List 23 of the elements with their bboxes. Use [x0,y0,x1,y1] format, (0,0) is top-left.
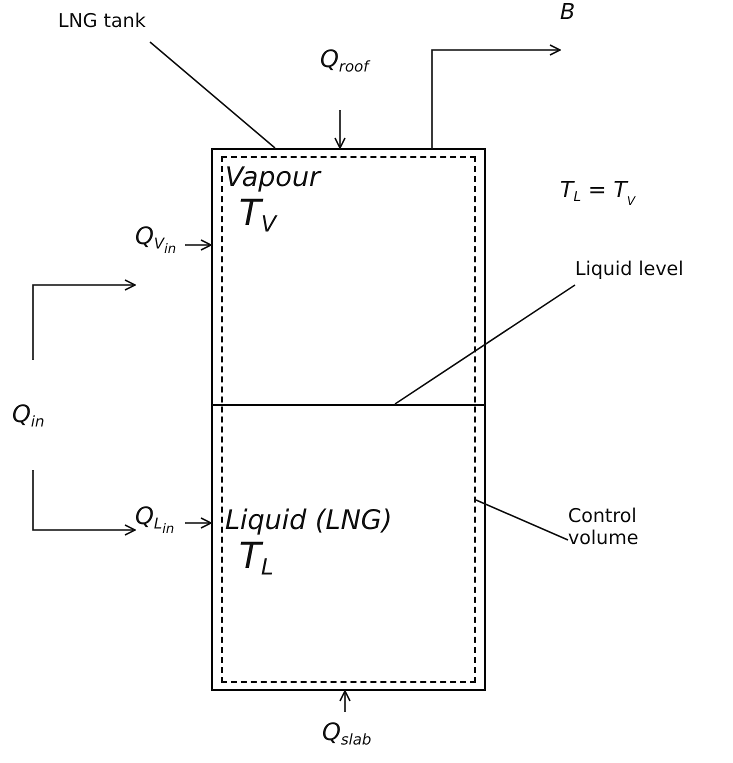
liquid-level-line [213,404,484,406]
heat-flow-symbol: Q$_{slab}$ [322,718,372,748]
temperature-symbol: T$_{V}$ [239,193,276,238]
heat-flow-symbol: Q$_{roof}$ [320,45,368,76]
arrow [185,517,212,529]
region-label: Vapour [225,162,320,193]
arrow [431,44,561,148]
equation-label: T$_{L}$ = T$_{V}$ [560,178,636,206]
flow-label: B [560,0,576,25]
temperature-symbol: T$_{L}$ [239,536,274,581]
part-label: LNG tank [58,10,146,32]
arrow [339,690,351,712]
region-label: Liquid (LNG) [225,505,392,536]
part-label: Liquid level [575,258,684,280]
arrow [185,239,212,251]
arrow [32,279,136,360]
arrow [334,110,346,149]
part-label: Control volume [568,505,640,549]
leader-line [394,284,576,405]
arrow [32,470,136,536]
leader-line [149,41,276,149]
heat-flow-symbol: Q$_{in}$ [12,400,44,430]
leader-line [476,499,568,541]
